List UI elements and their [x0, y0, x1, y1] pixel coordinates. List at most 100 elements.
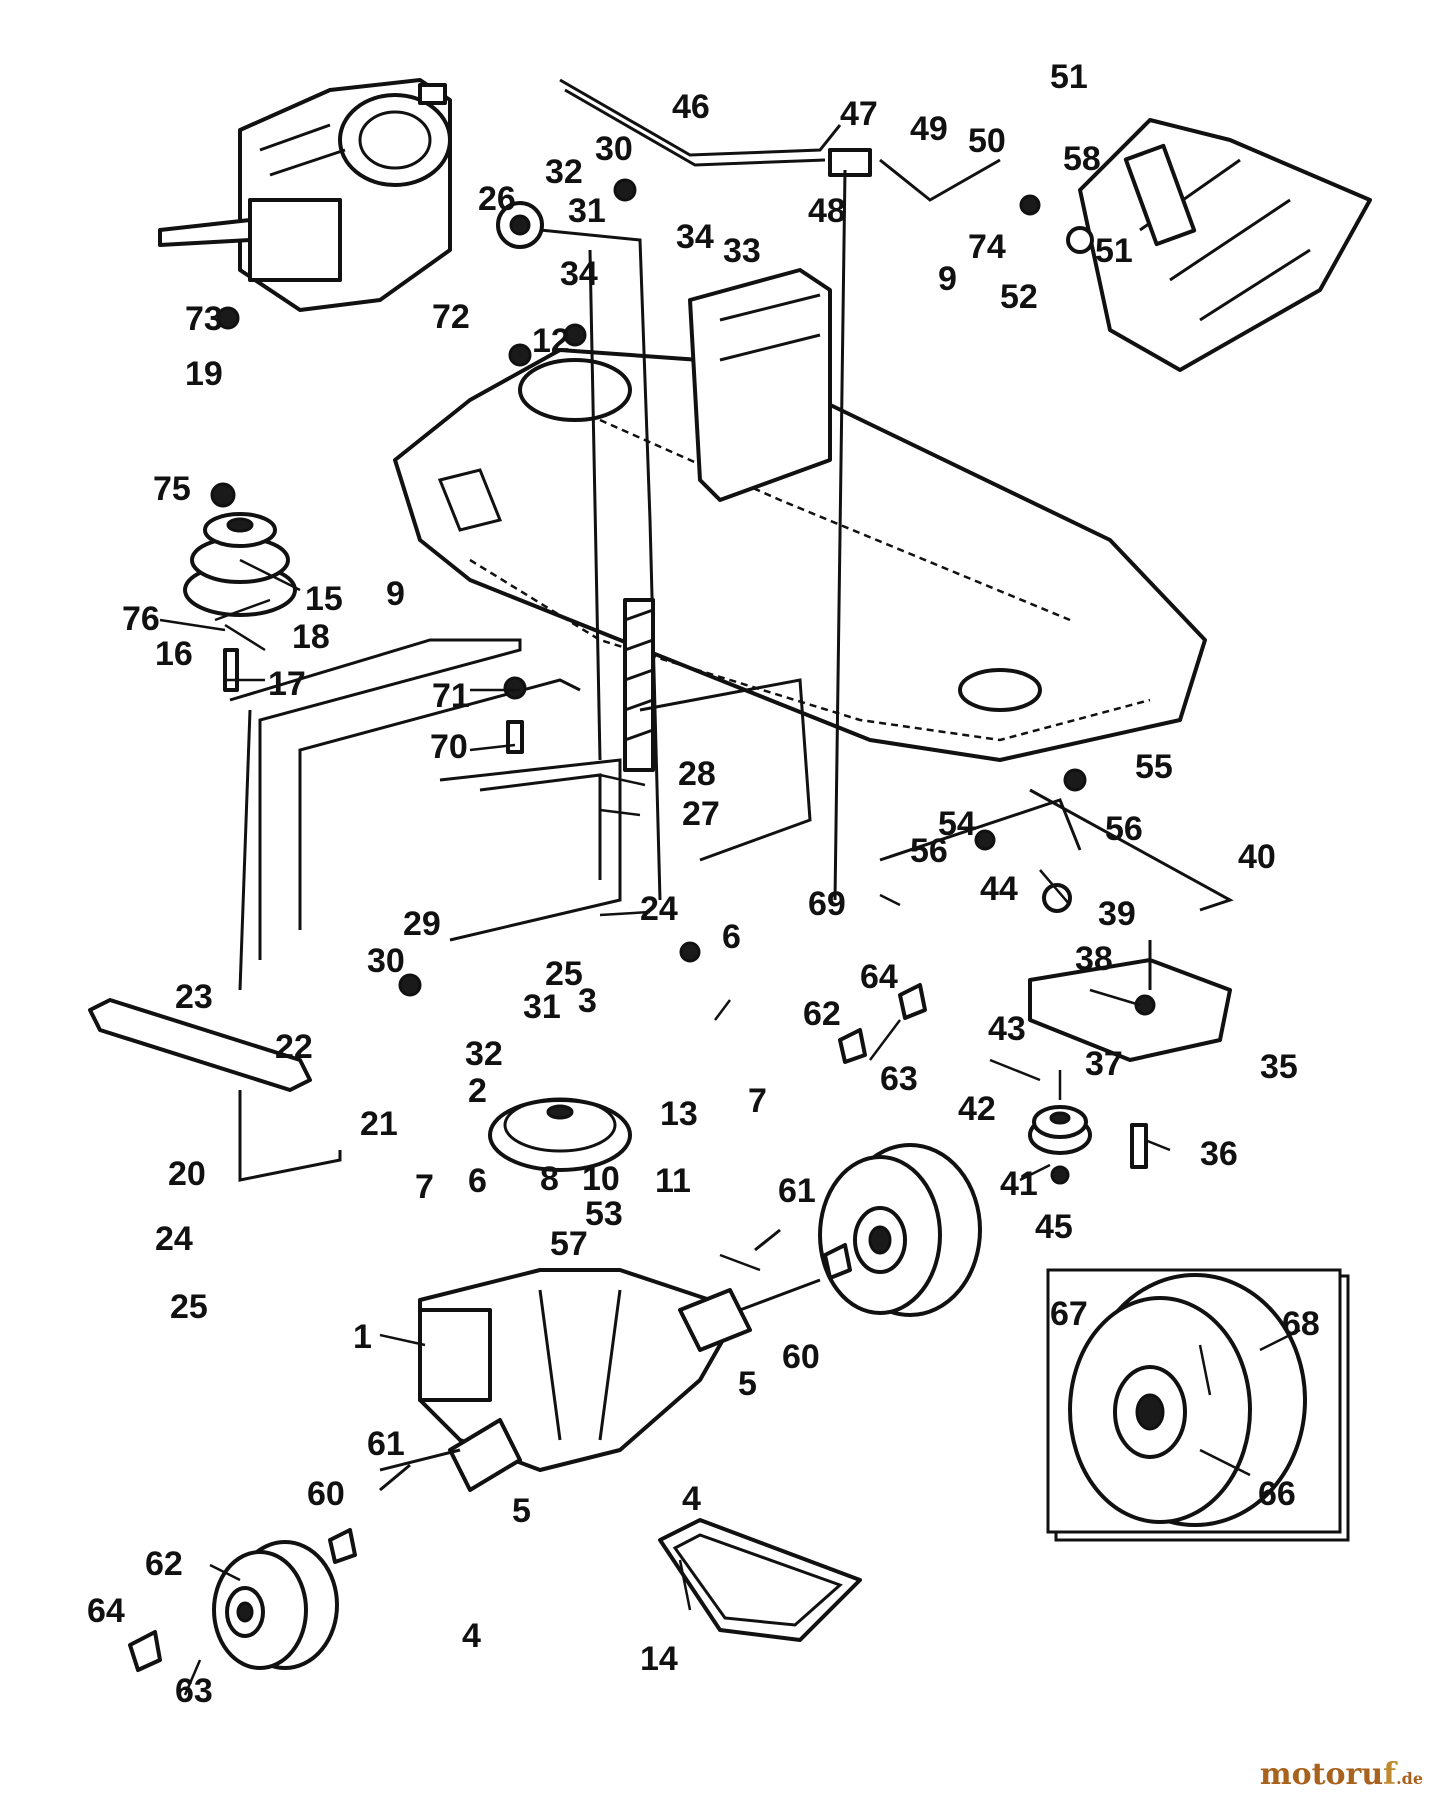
callout-22: 22 — [275, 1028, 313, 1066]
callout-11: 11 — [655, 1162, 691, 1200]
callout-63: 63 — [880, 1060, 918, 1098]
mower-deck-drawing — [393, 348, 1207, 762]
handle-assembly-drawing — [1019, 118, 1372, 372]
callout-12: 12 — [532, 322, 570, 360]
callout-3: 3 — [578, 982, 597, 1020]
callout-15: 15 — [305, 580, 343, 618]
callout-69: 69 — [808, 885, 846, 923]
callout-72: 72 — [432, 298, 470, 336]
callout-56: 56 — [910, 832, 948, 870]
callout-16: 16 — [155, 635, 193, 673]
callout-10: 10 — [582, 1160, 620, 1198]
engine-drawing — [158, 78, 452, 312]
callout-4: 4 — [682, 1480, 701, 1518]
callout-62: 62 — [803, 995, 841, 1033]
callout-34: 34 — [560, 255, 598, 293]
callout-75: 75 — [153, 470, 191, 508]
watermark-main: motoru — [1259, 1757, 1384, 1792]
callout-32: 32 — [465, 1035, 503, 1073]
callout-38: 38 — [1075, 940, 1113, 978]
callout-56: 56 — [1105, 810, 1143, 848]
callout-57: 57 — [550, 1225, 588, 1263]
callout-33: 33 — [723, 232, 761, 270]
callout-30: 30 — [367, 942, 405, 980]
callout-58: 58 — [1063, 140, 1101, 178]
callout-45: 45 — [1035, 1208, 1073, 1246]
wheel-inset-box — [1046, 1268, 1350, 1542]
bracket-assembly-drawing — [496, 201, 832, 901]
spring-28-drawing — [623, 598, 655, 772]
callout-29: 29 — [403, 905, 441, 943]
callout-23: 23 — [175, 978, 213, 1016]
callout-53: 53 — [585, 1195, 623, 1233]
callout-60: 60 — [307, 1475, 345, 1513]
pulley-41-drawing — [1028, 1105, 1092, 1155]
callout-9: 9 — [938, 260, 957, 298]
callout-37: 37 — [1085, 1045, 1123, 1083]
control-rod-drawing — [559, 78, 1001, 901]
callout-20: 20 — [168, 1155, 206, 1193]
callout-27: 27 — [682, 795, 720, 833]
callout-61: 61 — [367, 1425, 405, 1463]
callout-40: 40 — [1238, 838, 1276, 876]
callout-6: 6 — [468, 1162, 487, 1200]
callout-31: 31 — [523, 988, 561, 1026]
callout-46: 46 — [672, 88, 710, 126]
callout-34: 34 — [676, 218, 714, 256]
callout-68: 68 — [1282, 1305, 1320, 1343]
callout-50: 50 — [968, 122, 1006, 160]
callout-24: 24 — [640, 890, 678, 928]
callout-71: 71 — [432, 677, 470, 715]
belt-drawing — [658, 1518, 862, 1642]
callout-25: 25 — [545, 955, 583, 993]
callout-5: 5 — [738, 1365, 757, 1403]
callout-76: 76 — [122, 600, 160, 638]
callout-8: 8 — [540, 1160, 559, 1198]
callout-42: 42 — [958, 1090, 996, 1128]
arm-23-drawing — [88, 998, 342, 1182]
callout-48: 48 — [808, 192, 846, 230]
callout-31: 31 — [568, 192, 606, 230]
callout-73: 73 — [185, 300, 223, 338]
callout-18: 18 — [292, 618, 330, 656]
pulley-2-drawing — [488, 1097, 632, 1172]
bracket-35-drawing — [1028, 788, 1234, 1062]
callout-49: 49 — [910, 110, 948, 148]
callout-64: 64 — [87, 1592, 125, 1630]
callout-36: 36 — [1200, 1135, 1238, 1173]
fasteners-drawing — [128, 178, 1148, 1672]
callout-54: 54 — [938, 805, 976, 843]
watermark-tld: .de — [1396, 1769, 1423, 1788]
callout-32: 32 — [545, 153, 583, 191]
callout-17: 17 — [268, 665, 306, 703]
callout-41: 41 — [1000, 1165, 1038, 1203]
callout-47: 47 — [840, 95, 878, 133]
callout-43: 43 — [988, 1010, 1026, 1048]
callout-55: 55 — [1135, 748, 1173, 786]
callout-44: 44 — [980, 870, 1018, 908]
callout-21: 21 — [360, 1105, 398, 1143]
callout-67: 67 — [1050, 1295, 1088, 1333]
callout-26: 26 — [478, 180, 516, 218]
callout-labels: 1 2 3 4 4 5 5 6 6 7 7 8 9 9 10 11 12 13 … — [87, 58, 1320, 1710]
callout-35: 35 — [1260, 1048, 1298, 1086]
callout-19: 19 — [185, 355, 223, 393]
callout-51: 51 — [1095, 232, 1133, 270]
transaxle-drawing — [379, 1268, 821, 1492]
rear-wheel-right-drawing — [818, 1143, 982, 1317]
callout-60: 60 — [782, 1338, 820, 1376]
callout-28: 28 — [678, 755, 716, 793]
callout-61: 61 — [778, 1172, 816, 1210]
pulley-15-drawing — [183, 512, 297, 692]
callout-24: 24 — [155, 1220, 193, 1258]
callout-63: 63 — [175, 1672, 213, 1710]
callout-39: 39 — [1098, 895, 1136, 933]
front-wheel-left-drawing — [212, 1540, 339, 1670]
callout-64: 64 — [860, 958, 898, 996]
watermark-accent: f — [1383, 1757, 1397, 1792]
callout-70: 70 — [430, 728, 468, 766]
callout-6: 6 — [722, 918, 741, 956]
callout-13: 13 — [660, 1095, 698, 1133]
callout-5: 5 — [512, 1492, 531, 1530]
